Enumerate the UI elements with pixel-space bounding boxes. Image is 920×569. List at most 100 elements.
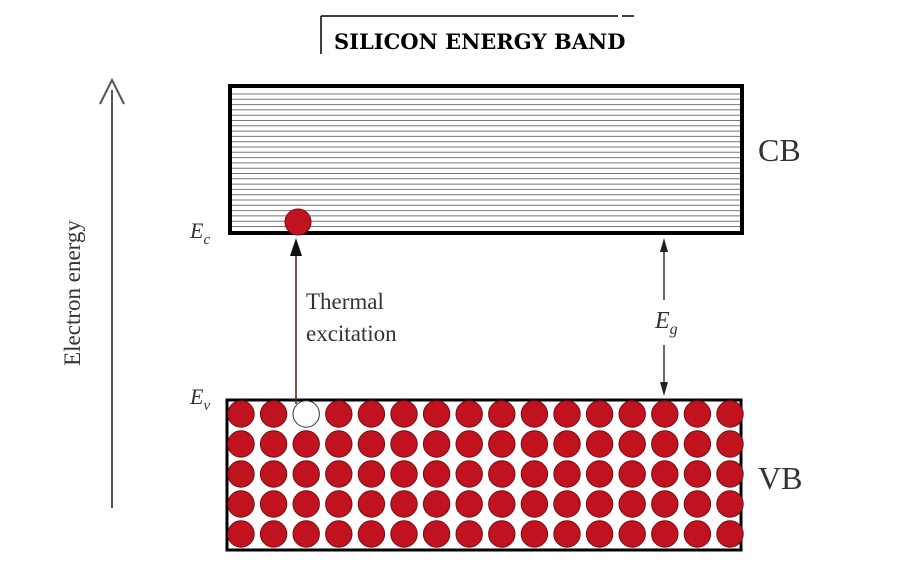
valence-band-electron (292, 460, 320, 488)
valence-band-edge-label: Ev (189, 384, 210, 414)
valence-band-label: VB (758, 460, 802, 496)
valence-band-electron (553, 520, 581, 548)
valence-band-electron (357, 490, 386, 518)
valence-band-electron (357, 430, 386, 458)
energy-axis: Electron energy (60, 77, 125, 508)
valence-band-electron (618, 400, 646, 428)
thermal-excitation-arrowhead (290, 238, 302, 256)
conduction-band-label: CB (758, 132, 801, 168)
valence-band-electron (455, 400, 483, 428)
valence-band-electron (683, 400, 712, 428)
title-box: SILICON ENERGY BAND (320, 15, 634, 54)
valence-band-electron (422, 400, 451, 428)
valence-band-electron (520, 430, 549, 458)
conduction-band-edge-subscript: c (203, 232, 210, 248)
valence-band-electron (683, 490, 712, 518)
band-gap: Eg (654, 238, 678, 396)
valence-band: VB Ev (189, 384, 802, 552)
valence-band-electrons (227, 400, 744, 548)
valence-band-electron (585, 490, 614, 518)
valence-band-electron (259, 400, 288, 428)
valence-band-electron (390, 460, 418, 488)
valence-band-electron (618, 460, 646, 488)
band-gap-symbol: E (654, 308, 670, 334)
valence-band-electron (422, 460, 451, 488)
thermal-excitation: Thermal excitation (290, 238, 397, 404)
valence-band-electron (390, 490, 418, 518)
valence-band-electron (683, 460, 712, 488)
thermal-excitation-label-line1: Thermal (306, 289, 384, 314)
valence-band-electron (292, 430, 320, 458)
valence-band-electron (651, 490, 679, 518)
valence-band-electron (390, 430, 418, 458)
valence-band-electron (618, 430, 646, 458)
valence-band-electron (357, 400, 386, 428)
valence-band-electron (325, 490, 353, 518)
valence-band-electron (520, 460, 549, 488)
valence-band-electron (227, 520, 255, 548)
band-gap-upper-arrowhead (660, 238, 668, 252)
valence-band-electron (553, 430, 581, 458)
valence-band-electron (520, 490, 549, 518)
valence-band-electron (259, 520, 288, 548)
valence-band-electron (390, 400, 418, 428)
valence-band-electron (455, 490, 483, 518)
valence-band-electron (292, 520, 320, 548)
valence-band-electron (683, 520, 712, 548)
valence-band-electron (325, 520, 353, 548)
excited-electron (284, 208, 312, 236)
valence-band-electron (553, 460, 581, 488)
valence-band-electron (488, 520, 516, 548)
valence-band-electron (325, 460, 353, 488)
diagram-title: SILICON ENERGY BAND (334, 29, 625, 54)
valence-band-electron (259, 460, 288, 488)
energy-axis-label: Electron energy (60, 220, 85, 366)
energy-axis-arrowhead (99, 77, 125, 105)
valence-band-electron (585, 430, 614, 458)
valence-band-electron (488, 430, 516, 458)
conduction-band-levels (232, 93, 740, 227)
valence-band-electron (553, 490, 581, 518)
valence-band-electron (455, 520, 483, 548)
valence-band-electron (422, 430, 451, 458)
valence-band-electron (422, 520, 451, 548)
valence-band-electron (227, 490, 255, 518)
valence-band-electron (259, 430, 288, 458)
valence-band-edge-symbol: E (189, 384, 204, 409)
thermal-excitation-label-line2: excitation (306, 321, 397, 346)
valence-band-electron (651, 520, 679, 548)
conduction-band-edge-label: Ec (189, 218, 210, 248)
valence-band-electron (488, 460, 516, 488)
band-gap-subscript: g (670, 321, 678, 338)
valence-band-edge-subscript: v (203, 398, 210, 414)
conduction-band-edge-symbol: E (189, 218, 204, 243)
valence-band-electron (651, 430, 679, 458)
valence-band-electron (716, 400, 744, 428)
valence-band-electron (422, 490, 451, 518)
valence-band-electron (390, 520, 418, 548)
valence-band-electron (357, 520, 386, 548)
valence-band-electron (585, 520, 614, 548)
valence-band-electron (455, 430, 483, 458)
valence-band-electron (618, 520, 646, 548)
valence-band-electron (716, 460, 744, 488)
valence-band-electron (488, 400, 516, 428)
valence-band-electron (553, 400, 581, 428)
valence-band-electron (325, 400, 353, 428)
valence-band-electron (227, 400, 255, 428)
valence-band-electron (716, 430, 744, 458)
valence-band-electron (227, 460, 255, 488)
valence-band-electron (520, 400, 549, 428)
valence-band-electron (716, 490, 744, 518)
band-gap-label: Eg (654, 308, 678, 338)
valence-band-electron (651, 460, 679, 488)
conduction-band-box (228, 84, 744, 235)
valence-band-electron (585, 400, 614, 428)
valence-band-electron (651, 400, 679, 428)
valence-band-electron (618, 490, 646, 518)
band-gap-lower-arrowhead (660, 382, 668, 396)
valence-band-electron (292, 490, 320, 518)
valence-band-electron (357, 460, 386, 488)
conduction-band: CB Ec (189, 84, 801, 248)
